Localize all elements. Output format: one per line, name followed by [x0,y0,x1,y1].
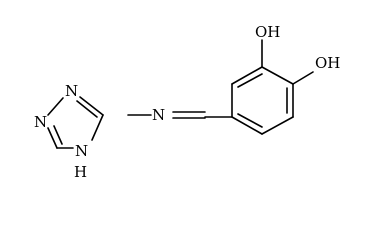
bond-ring-inner-3 [237,73,263,88]
label-n-imine: N [152,106,165,124]
bond-c-oh-right [292,71,314,85]
bond-tri-n4-c3 [91,114,104,141]
bond-ring-c1-c2 [261,66,294,85]
label-oh-top: OH [255,23,280,41]
bond-ring-c3-c4 [261,116,294,135]
label-n-ring-top: N [65,82,78,100]
bond-ring-inner-2 [237,113,263,128]
structure-canvas: OH OH N N N N H [34,23,341,181]
bond-tri-n1-c5 [47,127,58,149]
bond-tri-n1-c5-inner [53,125,63,145]
label-h-ring: H [74,163,87,181]
bond-tri-n2-n1 [47,97,64,116]
bond-tri-c3-n2 [79,96,104,116]
label-n-ring-left: N [34,113,47,131]
label-oh-right: OH [315,54,340,72]
label-n-ring-bottom: N [75,142,88,160]
chemical-structure-diagram: OH OH N N N N H [34,23,340,181]
bond-ring-c6-c1 [231,66,263,85]
benzene-ring [231,66,294,135]
bond-ring-c4-c5 [231,116,263,135]
bond-tri-c3-n2-inner [76,100,98,118]
triazole-ring [47,96,104,149]
